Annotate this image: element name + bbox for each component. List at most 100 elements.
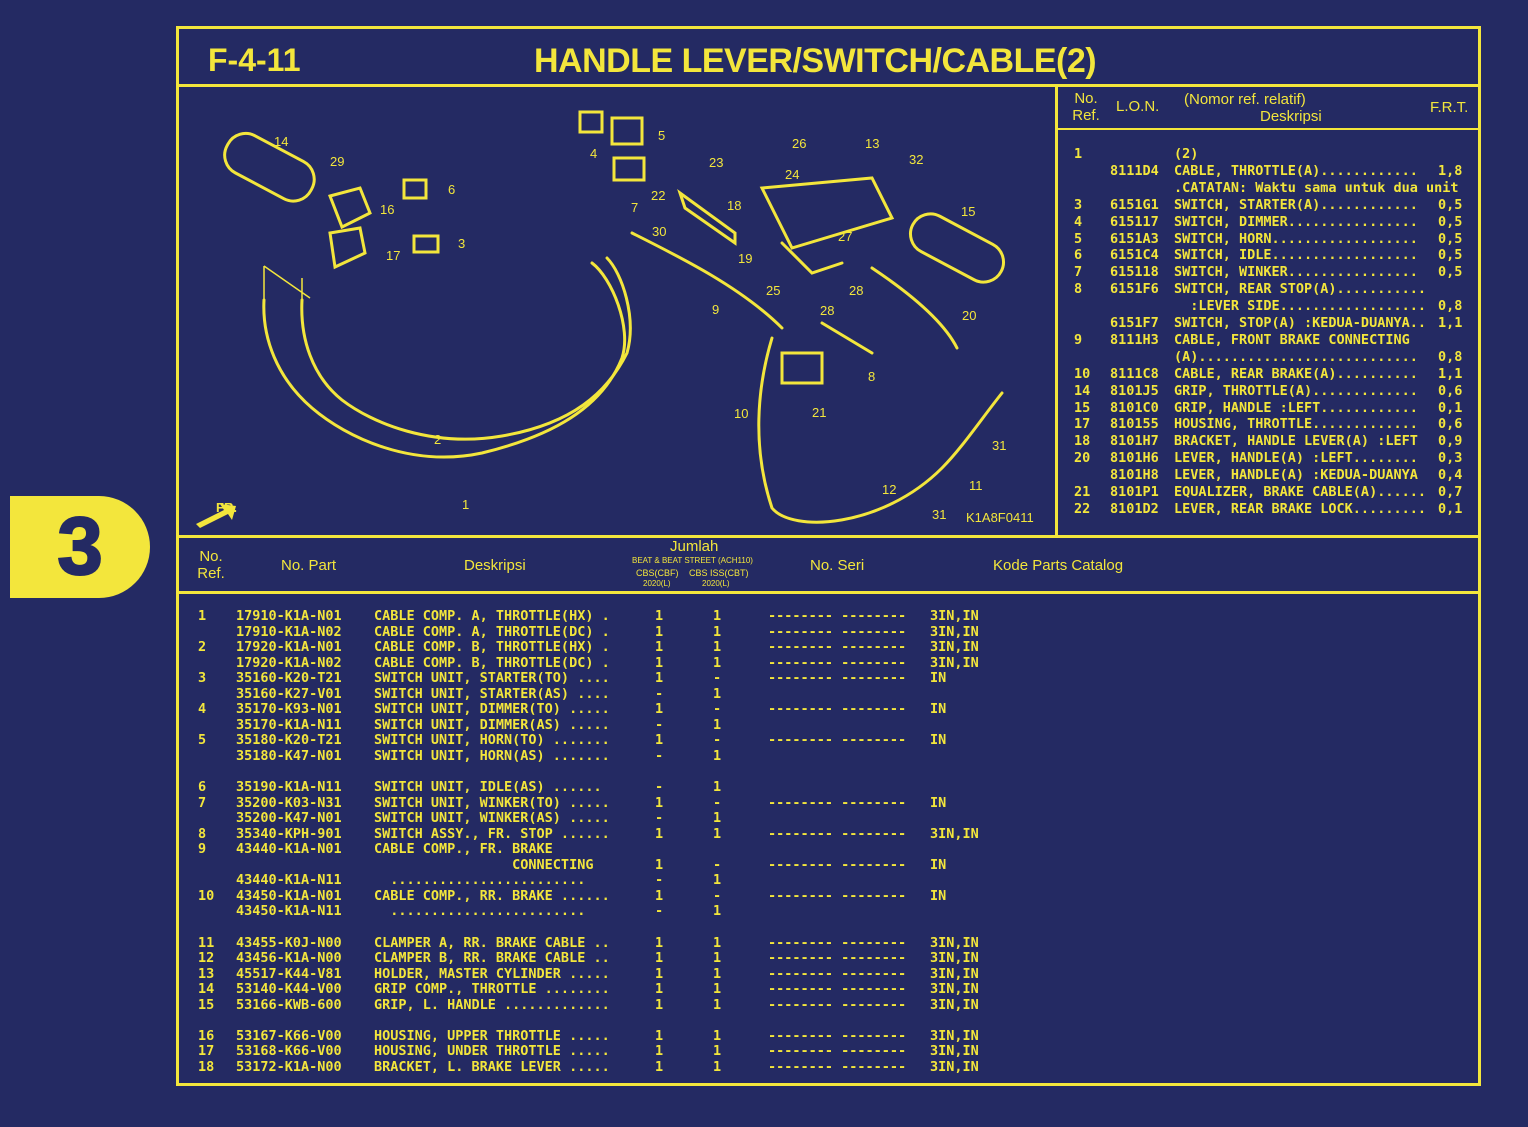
- switch-6: [402, 178, 428, 200]
- left-grip: [909, 212, 1005, 284]
- ref-desc: SWITCH, STARTER(A)............: [1174, 196, 1418, 213]
- part-number: 35170-K1A-N11: [236, 716, 342, 733]
- ref-lon: 8101C0: [1110, 399, 1159, 416]
- ref-no: 20: [1074, 450, 1091, 467]
- qty-cbt: -: [713, 701, 722, 718]
- callout-32: 32: [909, 152, 923, 167]
- qty-cbt: 1: [713, 965, 722, 982]
- ref-desc: CABLE, REAR BRAKE(A)..........: [1174, 365, 1418, 382]
- divider: [176, 84, 1481, 87]
- ref-no: 3: [1074, 196, 1083, 213]
- catalog-code: 3IN,IN: [930, 623, 979, 640]
- part-ref: 15: [198, 996, 215, 1013]
- ref-lon: 6151F6: [1110, 281, 1159, 298]
- part-number: 17910-K1A-N02: [236, 623, 342, 640]
- ref-frt: 0,3: [1438, 450, 1463, 467]
- page-title: HANDLE LEVER/SWITCH/CABLE(2): [534, 42, 1097, 80]
- qty-cbf: 1: [655, 950, 664, 967]
- qty-cbf: -: [655, 716, 664, 733]
- ref-desc: .CATATAN: Waktu sama untuk dua unit: [1174, 179, 1459, 196]
- ref-desc: LEVER, HANDLE(A) :KEDUA-DUANYA: [1174, 467, 1418, 484]
- part-ref: 13: [198, 965, 215, 982]
- ref-lon: 8101H7: [1110, 433, 1159, 450]
- page-code: F-4-11: [208, 42, 301, 78]
- ref-lon: 6151F7: [1110, 315, 1159, 331]
- ref-no: 8: [1074, 281, 1083, 298]
- callout-30: 30: [652, 224, 666, 239]
- ref-desc: GRIP, HANDLE :LEFT............: [1174, 399, 1418, 416]
- part-ref: 17: [198, 1043, 215, 1060]
- part-ref: 16: [198, 1027, 215, 1044]
- ref-row: (A)...........................0,8: [1060, 349, 1470, 366]
- ref-desc: SWITCH, DIMMER................: [1174, 213, 1418, 230]
- table-row: [190, 1012, 1010, 1028]
- qty-cbf: 1: [655, 981, 664, 998]
- switch-3: [412, 234, 440, 254]
- part-number: 17910-K1A-N01: [236, 608, 342, 624]
- qty-cbt: -: [713, 794, 722, 811]
- parts-header-col2: CBS ISS(CBT): [689, 568, 749, 578]
- qty-cbf: 1: [655, 794, 664, 811]
- part-number: 43450-K1A-N01: [236, 887, 342, 904]
- qty-cbt: 1: [713, 1043, 722, 1060]
- parts-header-no: No. Ref.: [197, 548, 225, 582]
- ref-row: 1(2): [1060, 146, 1470, 163]
- qty-cbt: 1: [713, 981, 722, 998]
- ref-frt: 0,4: [1438, 467, 1463, 484]
- part-number: 53167-K66-V00: [236, 1027, 342, 1044]
- qty-cbf: 1: [655, 654, 664, 671]
- qty-cbf: -: [655, 779, 664, 796]
- part-number: 53140-K44-V00: [236, 981, 342, 998]
- ref-desc: CABLE, FRONT BRAKE CONNECTING: [1174, 331, 1410, 348]
- qty-cbf: 1: [655, 1027, 664, 1044]
- part-desc: HOUSING, UPPER THROTTLE .....: [374, 1027, 610, 1044]
- ref-desc: SWITCH, IDLE..................: [1174, 247, 1418, 264]
- parts-header-jumlah: Jumlah: [670, 538, 719, 555]
- qty-cbt: -: [713, 856, 722, 873]
- brake-lever: [870, 266, 959, 350]
- throttle-grip: [223, 131, 316, 203]
- catalog-code: 3IN,IN: [930, 950, 979, 967]
- part-desc: SWITCH UNIT, DIMMER(TO) .....: [374, 701, 610, 718]
- callout-5: 5: [658, 128, 665, 143]
- callout-9: 9: [712, 302, 719, 317]
- catalog-code: 3IN,IN: [930, 1043, 979, 1060]
- ref-header-desc-top: (Nomor ref. relatif): [1184, 91, 1306, 108]
- part-number: 43456-K1A-N00: [236, 950, 342, 967]
- part-ref: 10: [198, 887, 215, 904]
- part-desc: CLAMPER B, RR. BRAKE CABLE ..: [374, 950, 610, 967]
- parts-header-col1-year: 2020(L): [643, 579, 671, 588]
- switch-5: [610, 116, 644, 146]
- qty-cbf: 1: [655, 639, 664, 656]
- callout-11: 11: [969, 478, 983, 493]
- ref-no: 14: [1074, 382, 1091, 399]
- ref-frt: 0,6: [1438, 382, 1463, 399]
- catalog-code: IN: [930, 856, 947, 873]
- callout-8: 8: [868, 369, 875, 384]
- part-number: 43455-K0J-N00: [236, 934, 342, 951]
- serial-no: -------- --------: [768, 639, 907, 656]
- divider: [1055, 84, 1058, 537]
- part-number: 53172-K1A-N00: [236, 1058, 342, 1075]
- part-number: 35170-K93-N01: [236, 701, 342, 718]
- ref-row: :LEVER SIDE..................0,8: [1060, 298, 1470, 315]
- qty-cbf: 1: [655, 670, 664, 687]
- table-row: [190, 919, 1010, 935]
- table-row: 43450-K1A-N11 ........................-1: [190, 903, 1010, 919]
- ref-lon: 6151C4: [1110, 247, 1159, 264]
